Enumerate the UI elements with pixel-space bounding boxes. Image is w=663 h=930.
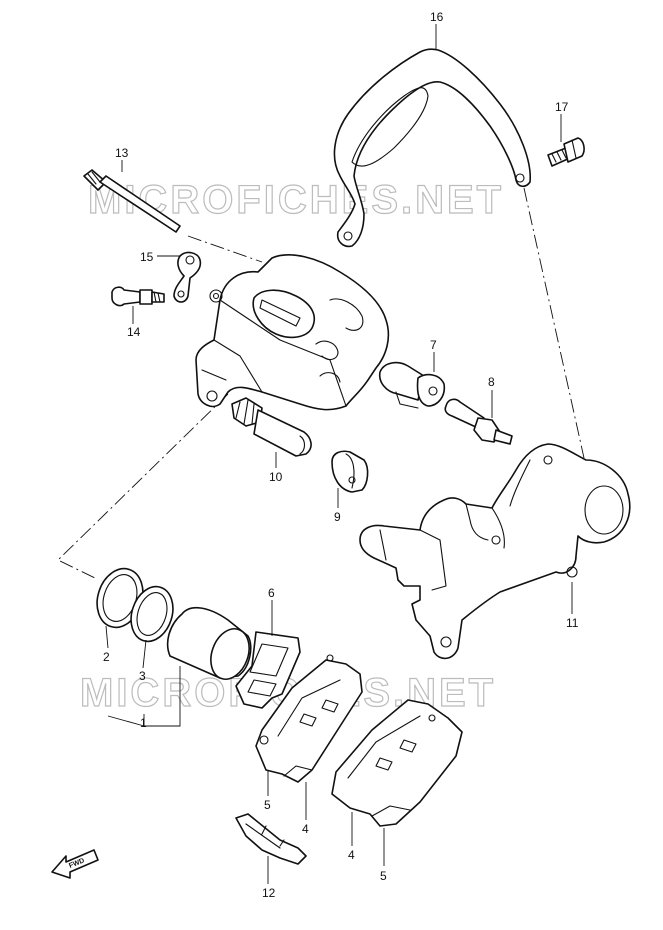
callout-3: 3 — [139, 669, 146, 683]
callout-4-right: 4 — [348, 848, 355, 862]
callout-13: 13 — [115, 146, 129, 160]
forward-arrow-icon: FWD — [51, 849, 99, 879]
seal-3 — [130, 585, 174, 643]
brake-pad-right — [331, 699, 463, 827]
assembly-line-pin — [187, 235, 263, 263]
boot-9 — [331, 450, 369, 493]
leader-lines — [105, 24, 573, 884]
pad-spring-12 — [235, 813, 307, 865]
callout-12: 12 — [262, 886, 276, 900]
bleeder-14 — [111, 286, 165, 307]
brake-pad-left — [255, 654, 363, 783]
shim-6 — [235, 631, 301, 709]
pin-13 — [83, 169, 181, 233]
callout-16: 16 — [430, 10, 444, 24]
caliper-body — [195, 254, 390, 411]
callout-8: 8 — [488, 375, 495, 389]
callout-2: 2 — [103, 650, 110, 664]
pin-10 — [231, 397, 312, 457]
hanger-bracket-16 — [333, 48, 531, 248]
callout-1: 1 — [140, 716, 147, 730]
bracket-11 — [359, 443, 631, 660]
callout-10: 10 — [269, 470, 283, 484]
callout-9: 9 — [334, 510, 341, 524]
callout-6: 6 — [268, 586, 275, 600]
callout-5-right: 5 — [380, 869, 387, 883]
callout-11: 11 — [566, 616, 579, 630]
piston — [166, 607, 252, 680]
callout-4-left: 4 — [302, 822, 309, 836]
bolt-17 — [547, 137, 585, 167]
callout-7: 7 — [430, 338, 437, 352]
assembly-line-bracket — [523, 187, 585, 459]
callout-14: 14 — [127, 325, 141, 339]
assembly-line-piston — [57, 393, 229, 579]
callout-17: 17 — [555, 100, 569, 114]
callouts: 16 17 13 15 14 7 8 10 9 11 6 2 3 1 5 4 4… — [103, 10, 579, 900]
clip-15 — [173, 251, 202, 303]
callout-5-left: 5 — [264, 798, 271, 812]
bushing-7 — [378, 361, 446, 409]
bolt-8 — [444, 398, 513, 445]
callout-15: 15 — [140, 250, 154, 264]
